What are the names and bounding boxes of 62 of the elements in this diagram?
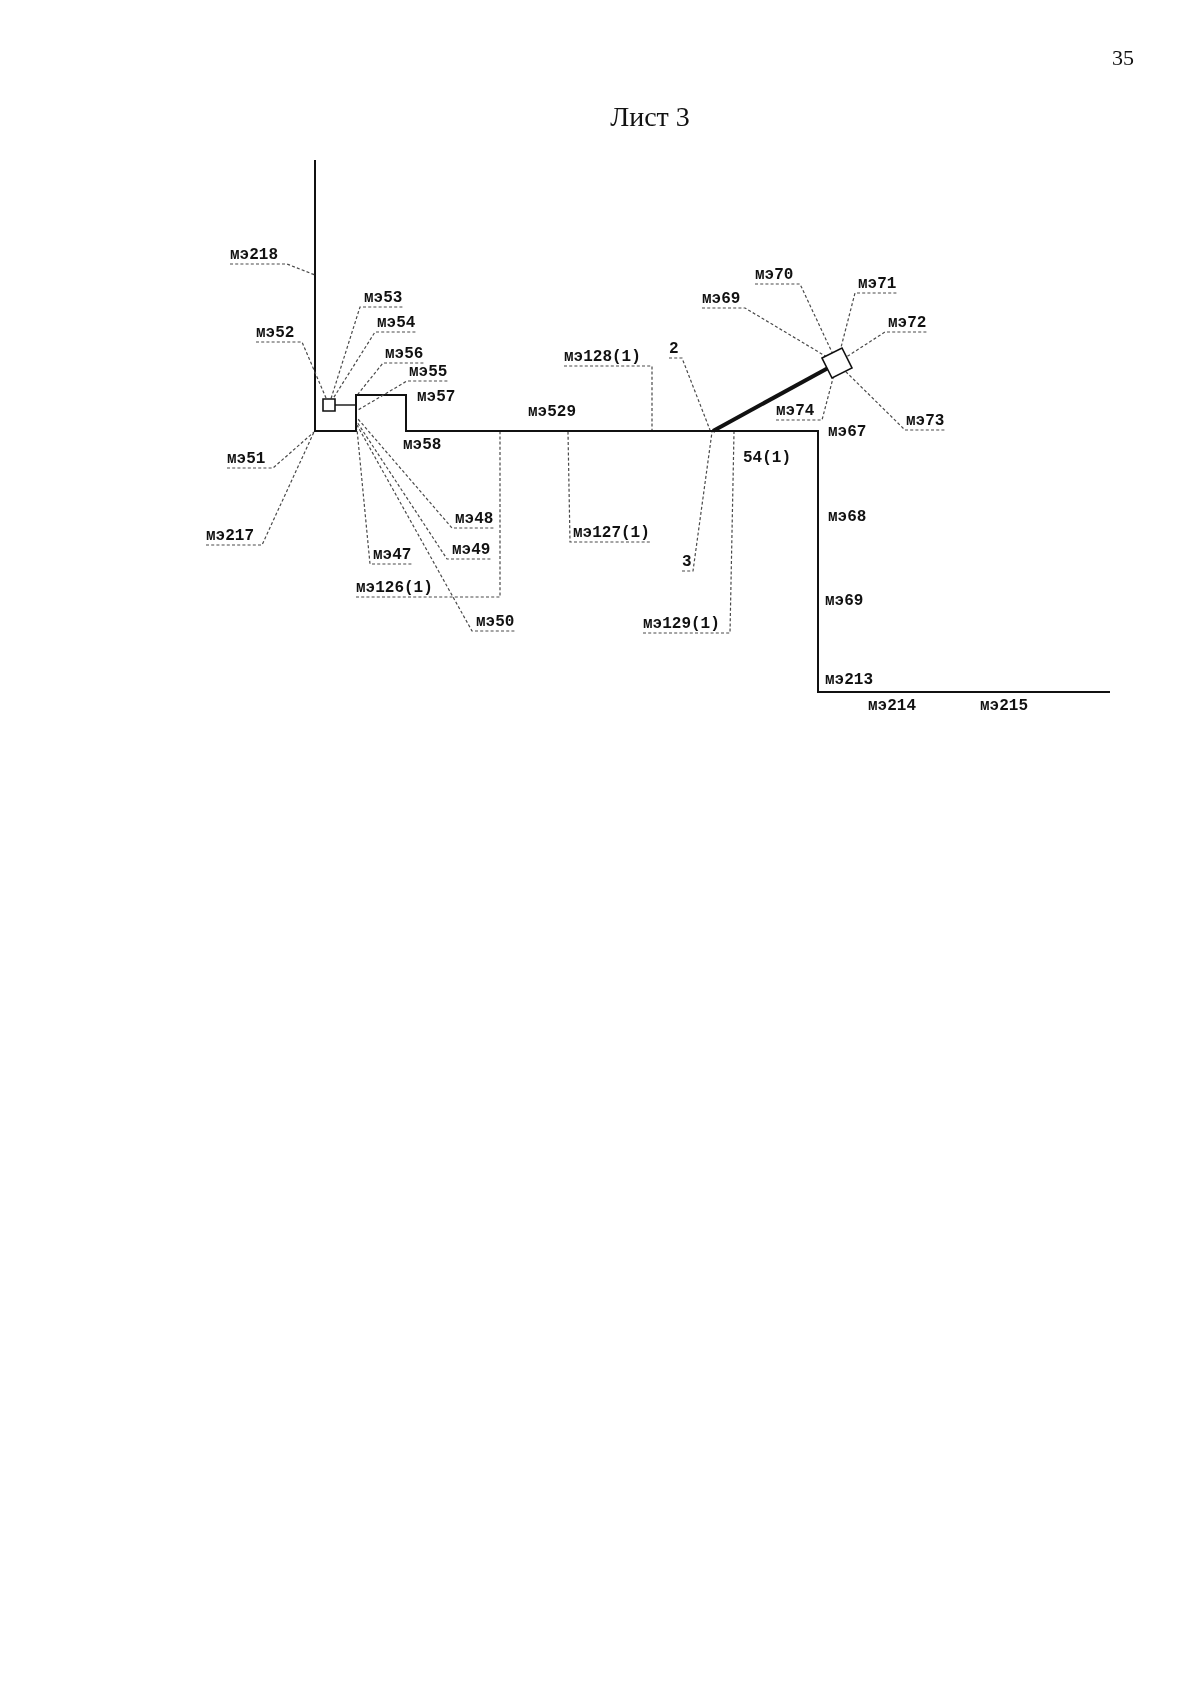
leader-label: мэ70 — [755, 266, 794, 284]
leader-label: мэ49 — [452, 541, 491, 559]
branch-line — [712, 366, 829, 433]
leader-label: мэ126(1) — [356, 579, 433, 597]
branch-label: мэ213 — [825, 671, 873, 689]
leader-line — [356, 428, 412, 565]
leader-label: мэ51 — [227, 450, 266, 468]
leader-label: мэ72 — [888, 314, 927, 332]
leader-label: мэ217 — [206, 527, 254, 545]
leader-line — [355, 431, 501, 598]
leader-line — [845, 331, 927, 358]
branch-line — [334, 404, 356, 406]
branch-label: мэ57 — [417, 388, 456, 406]
leader-label: мэ53 — [364, 289, 403, 307]
branch-label: мэ67 — [828, 423, 867, 441]
leader-line — [357, 418, 494, 529]
leader-line — [356, 424, 515, 632]
sheet-title: Лист 3 — [610, 101, 690, 133]
leader-label: мэ52 — [256, 324, 295, 342]
leader-line — [701, 307, 827, 357]
leader-label: мэ48 — [455, 510, 494, 528]
branch-label: мэ69 — [825, 592, 864, 610]
leader-line — [226, 431, 315, 469]
leader-line — [330, 306, 403, 400]
square-marker — [322, 398, 336, 412]
leader-line — [255, 341, 328, 400]
branch-label: мэ215 — [980, 697, 1028, 715]
leader-label: 3 — [682, 553, 692, 571]
leader-label: мэ128(1) — [564, 348, 641, 366]
leader-line — [229, 263, 316, 276]
leader-line — [642, 431, 735, 634]
leader-line — [357, 362, 424, 395]
leader-label: 2 — [669, 340, 679, 358]
leader-line — [775, 376, 834, 421]
leader-line — [567, 431, 651, 543]
leader-label: мэ50 — [476, 613, 515, 631]
leader-label: мэ55 — [409, 363, 448, 381]
leader-label: мэ129(1) — [643, 615, 720, 633]
leader-line — [357, 380, 448, 411]
leader-line — [205, 431, 315, 546]
leader-line — [844, 370, 945, 431]
leader-label: мэ47 — [373, 546, 412, 564]
branch-label: 54(1) — [743, 449, 791, 467]
leader-line — [356, 421, 491, 560]
leader-label: мэ127(1) — [573, 524, 650, 542]
leader-label: мэ73 — [906, 412, 945, 430]
leader-label: мэ56 — [385, 345, 424, 363]
branch-label: мэ529 — [528, 403, 576, 421]
leader-label: мэ71 — [858, 275, 897, 293]
leader-label: мэ69 — [702, 290, 741, 308]
leader-label: мэ218 — [230, 246, 278, 264]
leader-line — [332, 331, 416, 400]
leader-line — [681, 431, 713, 572]
leader-label: мэ74 — [776, 402, 815, 420]
branch-label: мэ214 — [868, 697, 916, 715]
branch-label: мэ58 — [403, 436, 442, 454]
branch-label: мэ68 — [828, 508, 867, 526]
leader-line — [668, 357, 711, 431]
leader-line — [840, 292, 897, 350]
leader-label: мэ54 — [377, 314, 416, 332]
leader-line — [563, 365, 653, 431]
page-number: 35 — [1112, 45, 1134, 71]
